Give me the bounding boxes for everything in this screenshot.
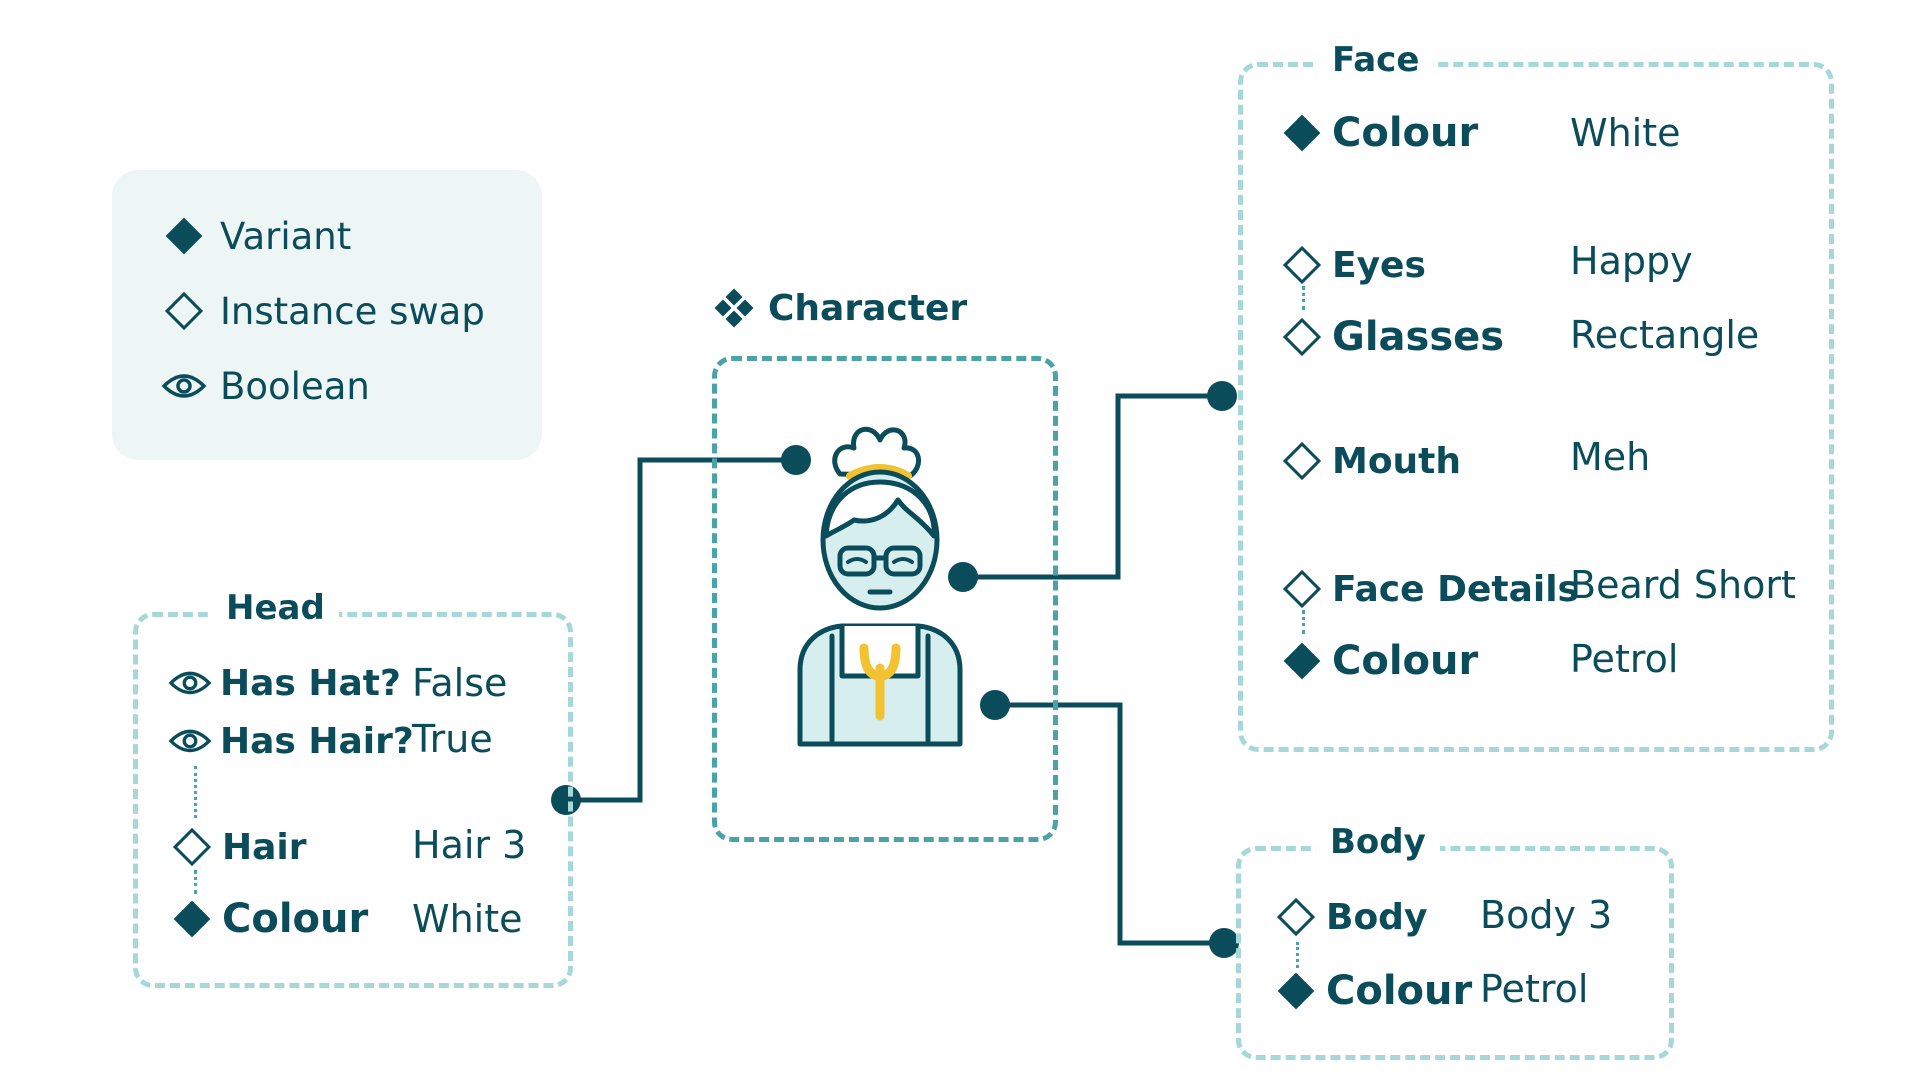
head-prop-has-hat[interactable]: Has Hat? xyxy=(168,658,401,708)
head-title: Head xyxy=(212,588,339,628)
body-title: Body xyxy=(1316,822,1440,862)
face-prop-mouth[interactable]: Mouth xyxy=(1280,436,1461,486)
eye-icon xyxy=(168,661,212,705)
diamond-filled-icon xyxy=(1280,111,1324,155)
body-box xyxy=(1236,846,1674,1060)
head-link-line-2 xyxy=(194,870,197,894)
head-prop-hair[interactable]: Hair xyxy=(170,822,307,872)
diamond-filled-icon xyxy=(160,212,208,260)
prop-value: Petrol xyxy=(1570,637,1679,681)
character-illustration xyxy=(797,426,963,747)
diamond-outline-icon xyxy=(160,287,208,335)
prop-value: Meh xyxy=(1570,435,1651,479)
character-box xyxy=(712,356,1058,842)
face-box xyxy=(1238,62,1834,752)
body-box-dot xyxy=(1209,928,1239,958)
diamond-outline-icon xyxy=(1280,315,1324,359)
face-link-line xyxy=(1302,286,1305,310)
diamond-outline-icon xyxy=(1280,243,1324,287)
prop-name: Colour xyxy=(1332,110,1479,156)
body-connector-dot xyxy=(980,690,1010,720)
prop-value: Body 3 xyxy=(1480,893,1613,937)
prop-value: Rectangle xyxy=(1570,313,1760,357)
diamond-outline-icon xyxy=(1280,567,1324,611)
prop-name: Glasses xyxy=(1332,314,1505,360)
character-label-text: Character xyxy=(768,287,968,329)
prop-name: Colour xyxy=(1326,968,1473,1014)
face-prop-colour-2[interactable]: Colour xyxy=(1280,636,1478,686)
face-prop-eyes[interactable]: Eyes xyxy=(1280,240,1426,290)
face-title: Face xyxy=(1318,40,1434,80)
face-link-line-2 xyxy=(1302,610,1305,634)
legend-boolean: Boolean xyxy=(160,362,370,410)
head-prop-has-hair[interactable]: Has Hair? xyxy=(168,716,414,766)
head-connector-dot xyxy=(551,785,581,815)
diamond-filled-icon xyxy=(1280,639,1324,683)
head-box xyxy=(133,612,573,988)
face-connector-dot xyxy=(948,562,978,592)
face-box-dot xyxy=(1207,381,1237,411)
face-prop-glasses[interactable]: Glasses xyxy=(1280,312,1504,362)
legend-boolean-label: Boolean xyxy=(220,364,370,408)
legend-variant-label: Variant xyxy=(220,214,352,258)
prop-value: Petrol xyxy=(1480,967,1589,1011)
face-prop-colour[interactable]: Colour xyxy=(1280,108,1478,158)
head-link-line xyxy=(194,766,197,818)
face-prop-face-details[interactable]: Face Details xyxy=(1280,564,1579,614)
body-prop-body[interactable]: Body xyxy=(1274,892,1427,942)
prop-value: True xyxy=(412,717,493,761)
prop-name: Hair xyxy=(222,826,307,868)
prop-name: Face Details xyxy=(1332,568,1579,610)
legend-instance-swap: Instance swap xyxy=(160,287,485,335)
diamond-filled-icon xyxy=(170,897,214,941)
legend-variant: Variant xyxy=(160,212,351,260)
prop-value: False xyxy=(412,661,508,705)
legend-instance-swap-label: Instance swap xyxy=(220,289,485,333)
prop-value: White xyxy=(1570,111,1681,155)
head-connector xyxy=(568,457,796,803)
head-hair-dot xyxy=(781,445,811,475)
character-component-label: Character xyxy=(712,284,967,332)
prop-name: Has Hair? xyxy=(220,720,414,762)
eye-icon xyxy=(168,719,212,763)
head-prop-colour[interactable]: Colour xyxy=(170,894,368,944)
prop-value: Hair 3 xyxy=(412,823,527,867)
diamond-outline-icon xyxy=(1274,895,1318,939)
legend-panel: Variant Instance swap Boolean xyxy=(112,170,542,460)
prop-name: Body xyxy=(1326,896,1428,938)
prop-name: Mouth xyxy=(1332,440,1462,482)
prop-name: Colour xyxy=(222,896,369,942)
body-prop-colour[interactable]: Colour xyxy=(1274,966,1472,1016)
component-icon xyxy=(712,286,756,330)
prop-value: Happy xyxy=(1570,239,1693,283)
diamond-filled-icon xyxy=(1274,969,1318,1013)
diamond-outline-icon xyxy=(1280,439,1324,483)
prop-name: Has Hat? xyxy=(220,662,401,704)
face-connector xyxy=(963,393,1222,580)
prop-name: Colour xyxy=(1332,638,1479,684)
prop-value: Beard Short xyxy=(1570,563,1796,607)
eye-icon xyxy=(160,362,208,410)
prop-name: Eyes xyxy=(1332,244,1426,286)
prop-value: White xyxy=(412,897,523,941)
body-link-line xyxy=(1296,942,1299,968)
diamond-outline-icon xyxy=(170,825,214,869)
